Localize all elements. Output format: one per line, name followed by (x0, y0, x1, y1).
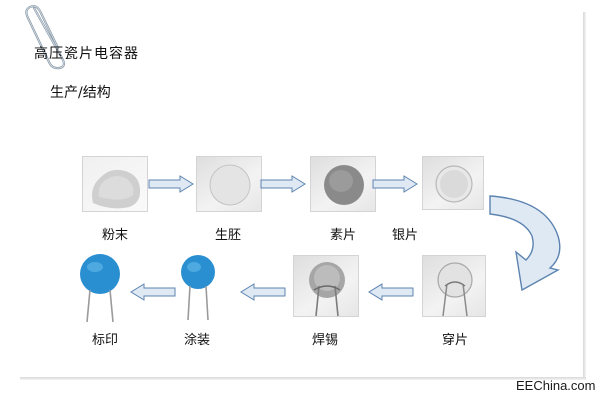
curved-arrow-icon (489, 195, 561, 292)
plain-piece-photo (310, 156, 376, 212)
slide-title: 高压瓷片电容器 (34, 46, 139, 62)
threaded-disc (437, 262, 473, 317)
arrow-left-icon (130, 283, 176, 301)
plain-disc (324, 165, 364, 205)
arrow-right-icon (372, 175, 418, 193)
slide-shadow-right (583, 12, 586, 377)
paperclip-icon (25, 5, 66, 70)
soldered-disc (309, 262, 345, 317)
silver-piece-photo (422, 156, 484, 210)
marked-capacitor-icon (80, 254, 120, 323)
label-threading: 穿片 (441, 333, 468, 348)
green-body-photo (196, 156, 262, 212)
label-powder: 粉末 (101, 228, 128, 243)
label-silver-piece: 银片 (391, 228, 418, 243)
watermark-eechina: EEChina.com (516, 378, 596, 393)
threading-photo (422, 255, 486, 317)
arrow-left-icon (240, 283, 286, 301)
arrow-right-icon (148, 175, 194, 193)
arrow-right-icon (260, 175, 306, 193)
coated-capacitor-icon (181, 255, 215, 321)
soldering-photo (293, 255, 359, 317)
powder-pile (92, 169, 141, 209)
arrow-left-icon (368, 283, 414, 301)
label-marking: 标印 (91, 333, 118, 348)
label-soldering: 焊锡 (311, 333, 338, 348)
label-plain-piece: 素片 (329, 228, 356, 243)
green-disc (209, 164, 251, 206)
silver-disc (435, 165, 473, 203)
slide-subtitle: 生产/结构 (50, 85, 111, 101)
label-coating: 涂装 (183, 333, 210, 348)
slide-shadow-bottom (20, 377, 586, 380)
label-green-body: 生胚 (214, 228, 241, 243)
powder-photo (82, 156, 148, 212)
